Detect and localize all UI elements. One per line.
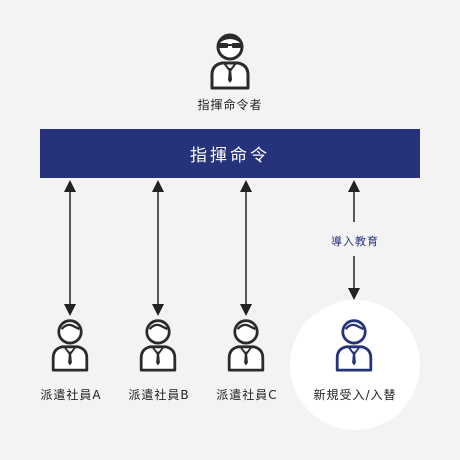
worker-a-icon [51, 319, 89, 372]
new-worker-label: 新規受入/入替 [313, 388, 397, 402]
new-worker-icon [335, 319, 373, 372]
worker-a-label: 派遣社員A [40, 388, 102, 402]
worker-b-label: 派遣社員B [128, 388, 190, 402]
induction-training-label: 導入教育 [331, 235, 379, 248]
commander-icon [210, 33, 250, 90]
worker-b-icon [139, 319, 177, 372]
command-bar-label: 指揮命令 [190, 146, 270, 166]
worker-c-icon [227, 319, 265, 372]
command-bar: 指揮命令 [40, 129, 420, 178]
commander-label: 指揮命令者 [197, 98, 263, 112]
worker-c-label: 派遣社員C [216, 388, 278, 402]
